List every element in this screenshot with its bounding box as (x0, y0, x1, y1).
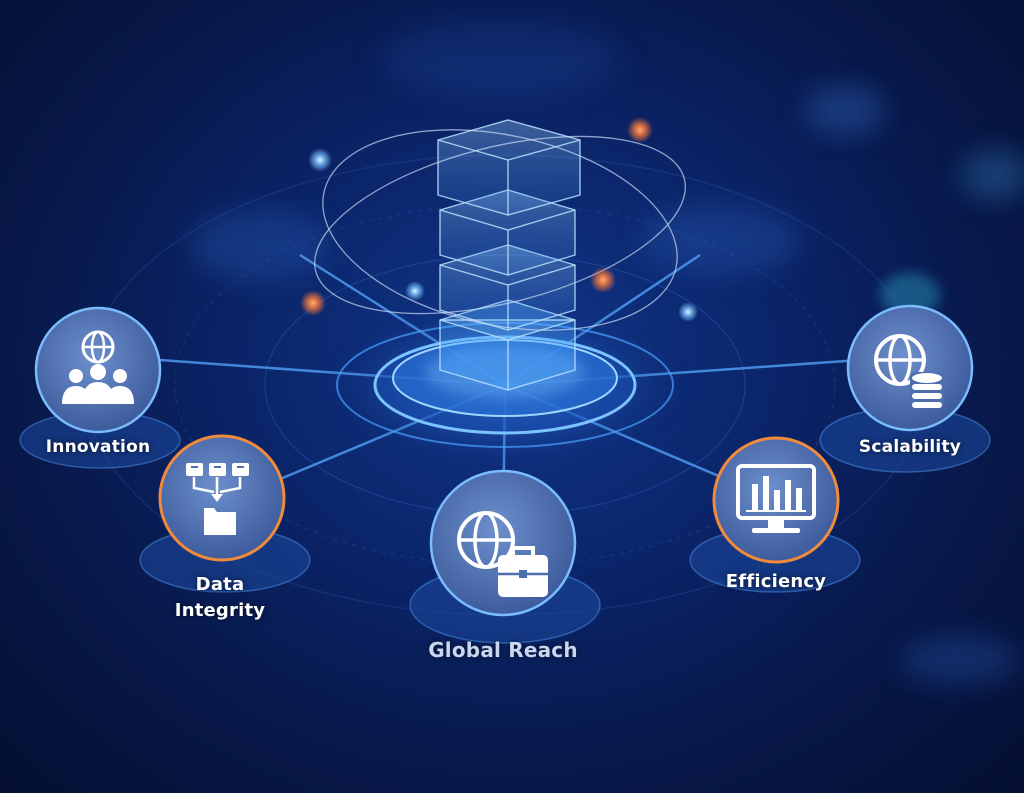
people-globe-icon (62, 330, 134, 404)
stacked-cube-tower-icon (437, 119, 581, 391)
data-integrity-label-line-2: Integrity (174, 600, 266, 621)
global-reach-label: Global Reach (428, 638, 578, 662)
scalability-label: Scalability (858, 437, 962, 457)
data-integrity-node (158, 434, 286, 562)
monitor-chart-icon (736, 464, 816, 533)
innovation-label: Innovation (45, 437, 151, 457)
globe-briefcase-icon (457, 511, 548, 597)
data-integrity-label-line-1: Data (195, 574, 245, 595)
data-integrity-label: Data Integrity (160, 572, 280, 624)
globe-database-icon (874, 334, 944, 408)
efficiency-label: Efficiency (725, 571, 827, 592)
background-platforms (190, 20, 1024, 685)
data-flow-folder-icon (186, 463, 249, 535)
orbit-rings (314, 129, 686, 331)
orbit-dots (300, 117, 698, 322)
